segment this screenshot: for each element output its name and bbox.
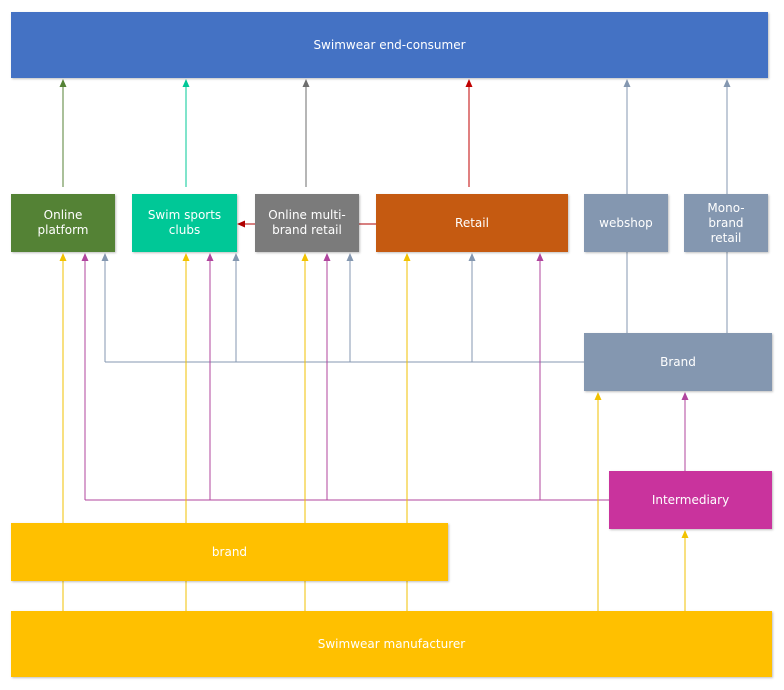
intermediary-box: Intermediary [609, 471, 772, 529]
webshop-box: webshop [584, 194, 668, 252]
arrowhead-up [59, 79, 67, 87]
mono-brand-retail-label: Mono-brand retail [707, 200, 745, 245]
arrowhead-up [346, 253, 354, 261]
brand-upper-label: Brand [660, 354, 696, 369]
swim-clubs-label: Swim sports clubs [147, 208, 222, 237]
arrowhead-up [302, 79, 310, 87]
arrowhead-up [182, 253, 190, 261]
brand-lower-label: brand [211, 544, 248, 559]
webshop-label: webshop [599, 215, 653, 230]
brand-lower-box: brand [11, 523, 448, 581]
arrowhead-up [465, 79, 473, 87]
manufacturer-box: Swimwear manufacturer [11, 611, 772, 677]
swim-clubs-box: Swim sports clubs [132, 194, 237, 252]
retail-label: Retail [455, 215, 489, 230]
brand-upper-box: Brand [584, 333, 772, 391]
online-multi-brand-retail-box: Online multi-brand retail [255, 194, 359, 252]
arrowhead-up [323, 253, 331, 261]
mono-brand-retail-box: Mono-brand retail [684, 194, 768, 252]
end-consumer-label: Swimwear end-consumer [313, 37, 466, 52]
arrowhead-up [468, 253, 476, 261]
manufacturer-label: Swimwear manufacturer [317, 636, 466, 651]
arrowhead-up [101, 253, 109, 261]
retail-box: Retail [376, 194, 568, 252]
arrowhead-up [301, 253, 309, 261]
arrowhead-up [681, 392, 689, 400]
arrowhead-up [594, 392, 602, 400]
end-consumer-box: Swimwear end-consumer [11, 12, 768, 78]
arrowhead-up [723, 79, 731, 87]
arrowhead-up [59, 253, 67, 261]
arrowhead-up [206, 253, 214, 261]
online-platform-label: Online platform [37, 208, 89, 237]
arrowhead-up [403, 253, 411, 261]
online-platform-box: Online platform [11, 194, 115, 252]
arrowhead-up [536, 253, 544, 261]
arrowhead-up [623, 79, 631, 87]
online-multi-brand-retail-label: Online multi-brand retail [268, 208, 346, 237]
arrowhead-up [681, 530, 689, 538]
intermediary-label: Intermediary [651, 492, 730, 507]
arrowhead-up [182, 79, 190, 87]
arrowhead-left [237, 220, 245, 228]
arrowhead-up [232, 253, 240, 261]
arrowhead-up [81, 253, 89, 261]
